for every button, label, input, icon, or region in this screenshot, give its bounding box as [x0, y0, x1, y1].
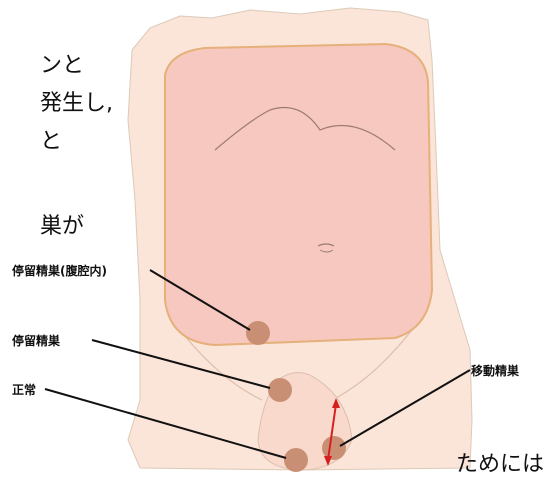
background-text-line-4: 巣が: [40, 208, 84, 240]
background-text-line-5: ためには: [456, 446, 544, 478]
inguinal-testis-mark: [268, 378, 292, 402]
label-normal-testis: 正常: [12, 381, 36, 398]
normal-testis-mark: [284, 448, 308, 472]
label-abdominal-undescended-testis: 停留精巣(腹腔内): [12, 262, 107, 279]
background-text-line-2: 発生し,: [40, 85, 113, 117]
background-text-line-3: と: [40, 123, 62, 155]
label-undescended-testis: 停留精巣: [12, 332, 60, 349]
background-text-line-1: ンと: [40, 47, 84, 79]
abdominal-testis-mark: [246, 321, 270, 345]
abdomen: [165, 44, 432, 345]
label-retractile-testis: 移動精巣: [471, 362, 519, 379]
